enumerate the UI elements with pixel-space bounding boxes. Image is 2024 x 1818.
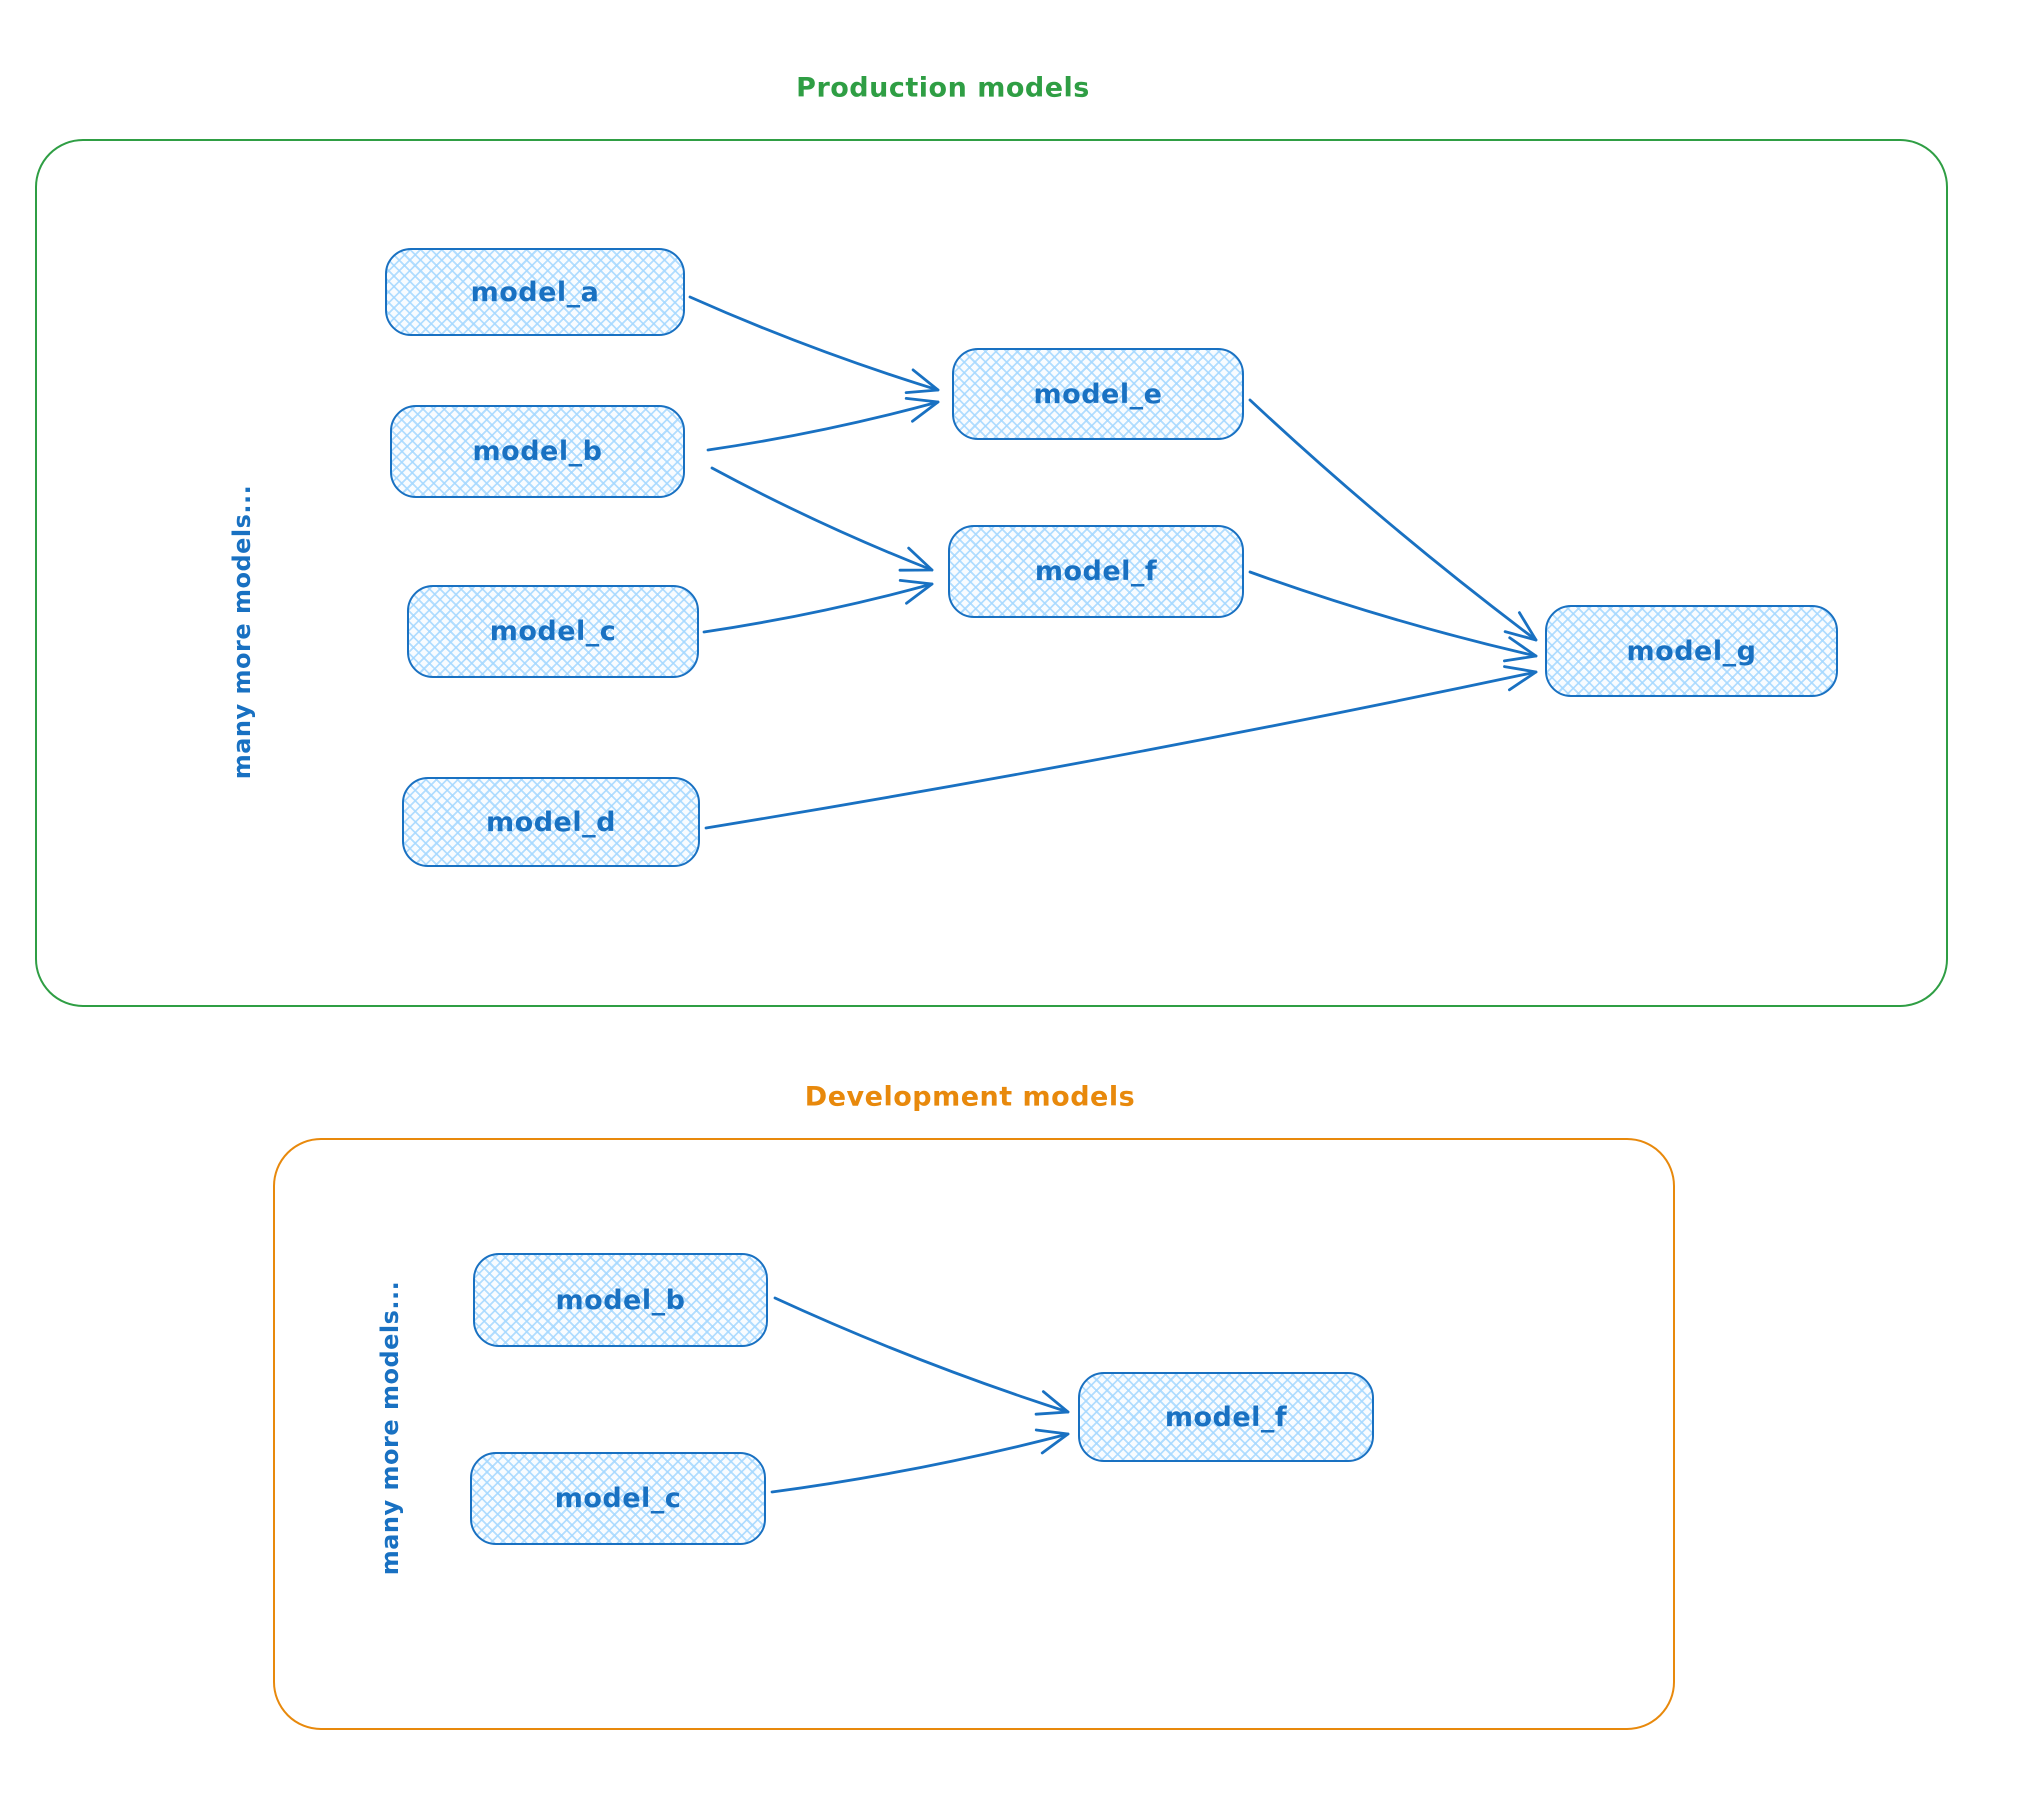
model-node-label: model_d [486, 806, 616, 838]
model-node-production-model_c: model_c [407, 585, 699, 678]
production-frame [35, 139, 1948, 1007]
model-node-development-model_c: model_c [470, 1452, 766, 1545]
model-node-label: model_b [555, 1284, 686, 1316]
model-node-label: model_a [470, 276, 600, 308]
model-node-production-model_e: model_e [952, 348, 1244, 440]
production-title: Production models [796, 72, 1090, 104]
development-frame [273, 1138, 1675, 1730]
model-node-label: model_c [489, 616, 617, 647]
development-title: Development models [804, 1081, 1136, 1113]
model-node-label: model_c [554, 1483, 682, 1514]
model-node-production-model_d: model_d [402, 777, 700, 867]
model-node-label: model_g [1626, 635, 1757, 667]
model-node-development-model_f: model_f [1078, 1372, 1374, 1462]
model-node-label: model_b [472, 436, 603, 467]
model-node-label: model_e [1033, 378, 1163, 410]
model-node-production-model_g: model_g [1545, 605, 1838, 697]
production-side-label: many more models... [228, 484, 256, 780]
development-side-label: many more models... [376, 1280, 404, 1576]
model-node-production-model_f: model_f [948, 525, 1244, 618]
model-node-label: model_f [1164, 1401, 1288, 1433]
model-node-development-model_b: model_b [473, 1253, 768, 1347]
model-node-production-model_b: model_b [390, 405, 685, 498]
model-node-label: model_f [1034, 556, 1158, 587]
model-node-production-model_a: model_a [385, 248, 685, 336]
